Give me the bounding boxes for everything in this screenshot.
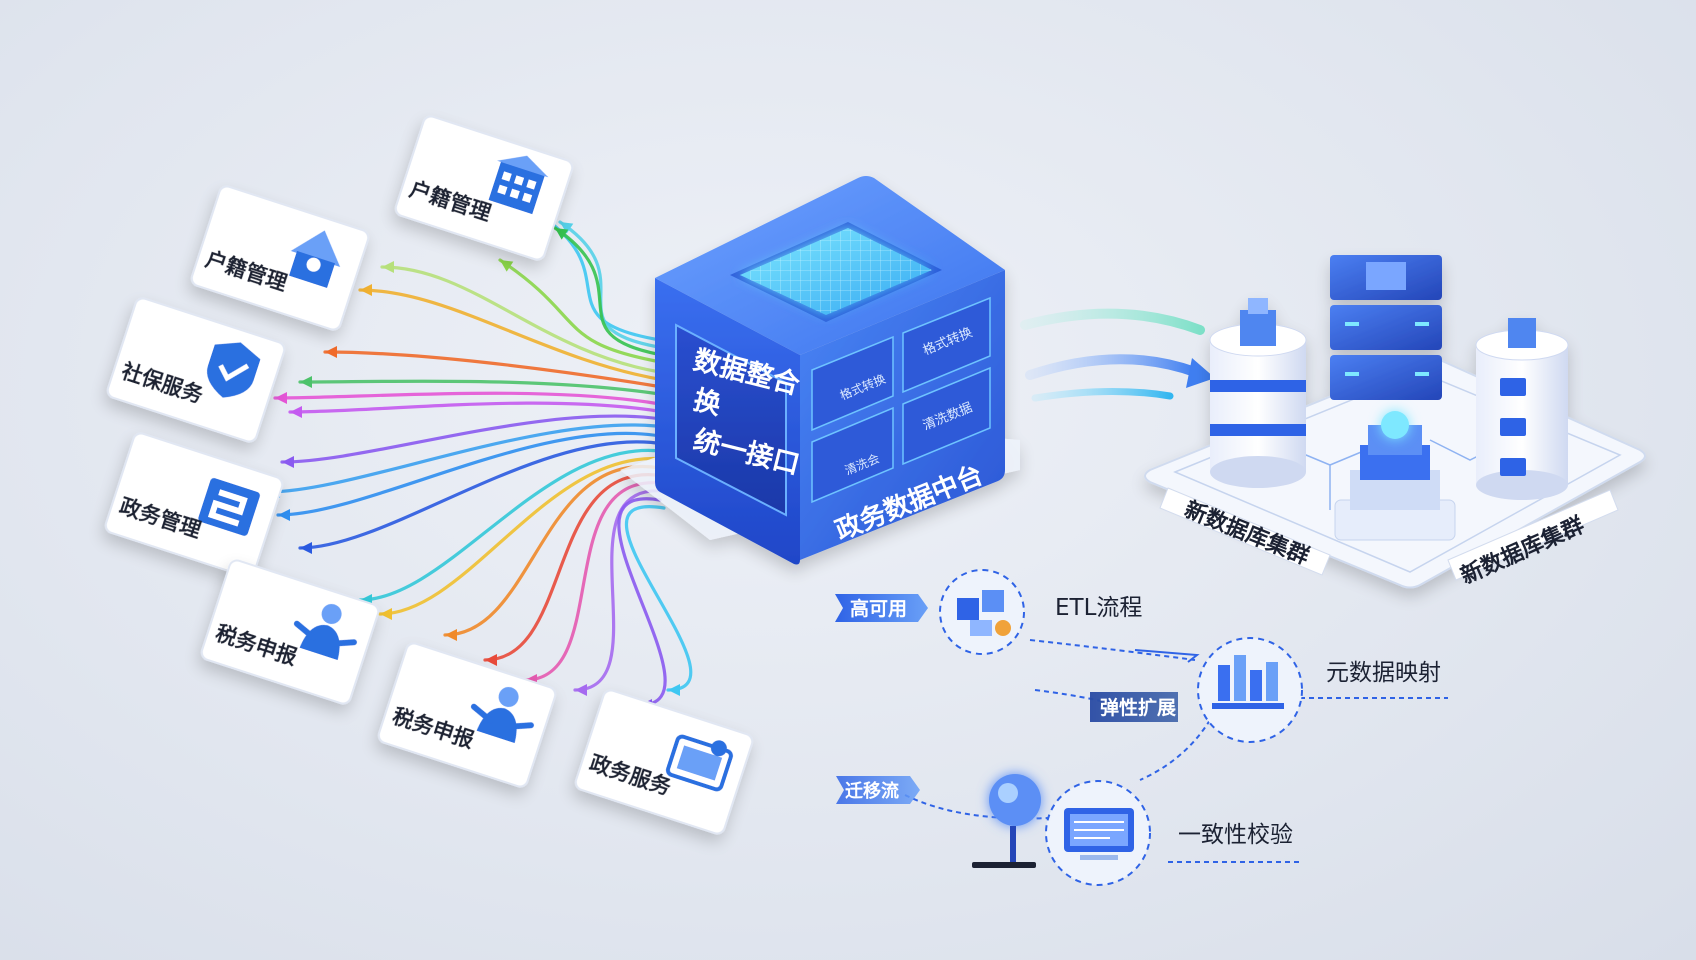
svg-text:迁移流: 迁移流 (845, 780, 899, 802)
flow-arrowhead (668, 684, 680, 696)
flow-arrowhead (485, 654, 497, 666)
house-icon (288, 230, 341, 289)
flow-arrowhead (360, 284, 372, 296)
cubes-icon (957, 590, 1011, 636)
flow-line (280, 414, 670, 464)
module-card-plate (394, 115, 574, 261)
flow-line (378, 456, 674, 616)
flow-line (288, 401, 666, 414)
flow-line (298, 440, 666, 550)
globe-figure-icon (972, 774, 1041, 868)
svg-text:高可用: 高可用 (850, 597, 907, 620)
flow-line (443, 464, 662, 637)
server-stack-middle (1330, 255, 1442, 400)
process-flow: ETL流程 元数据映射 一致性校验 高可用 弹性扩展 迁移流 (835, 569, 1448, 886)
tag-high-availability: 高可用 (835, 594, 928, 622)
flow-arrowhead (555, 228, 569, 240)
flow-arrowhead (575, 684, 587, 696)
flow-arrowhead (282, 456, 294, 468)
core-cube (620, 176, 1020, 565)
flow-line (523, 481, 670, 682)
flow-lines (266, 213, 693, 711)
flow-line (553, 226, 670, 358)
flow-line (276, 431, 662, 517)
person-icon (293, 603, 357, 661)
module-card-plate (574, 689, 754, 835)
module-card-5[interactable]: 税务申报 (200, 558, 381, 705)
flow-line (273, 391, 662, 406)
flow-arrowhead (275, 392, 287, 404)
module-card-3[interactable]: 社保服务 (106, 296, 287, 443)
flow-line (380, 265, 662, 374)
top-grid-panel (730, 222, 942, 322)
db-cylinder-left (1209, 298, 1307, 488)
monitor-icon (1064, 808, 1134, 860)
person-icon (470, 686, 534, 744)
flow-line (358, 448, 670, 602)
flow-node-label-consistency: 一致性校验 (1178, 822, 1293, 848)
flow-arrowhead (560, 222, 574, 234)
bars-icon (1212, 655, 1284, 709)
shield-icon (207, 342, 261, 398)
flow-arrowhead (300, 376, 312, 388)
module-card-1[interactable]: 户籍管理 (394, 114, 575, 261)
flow-line (498, 258, 674, 366)
pedestal-center (1334, 411, 1456, 541)
flow-arrowhead (278, 509, 290, 521)
module-card-6[interactable]: 税务申报 (377, 641, 558, 788)
module-card-7[interactable]: 政务服务 (574, 688, 755, 835)
flow-line (358, 288, 666, 382)
flow-arrowhead (380, 608, 392, 620)
module-card-2[interactable]: 户籍管理 (190, 184, 371, 331)
flow-line (573, 489, 674, 692)
svg-text:弹性扩展: 弹性扩展 (1100, 696, 1176, 719)
flow-arrowhead (290, 406, 302, 418)
migration-arrows (1020, 308, 1215, 402)
module-card-plate (377, 642, 557, 788)
flow-arrowhead (500, 260, 514, 272)
module-card-4[interactable]: 政务管理 (104, 431, 285, 578)
flow-line (617, 497, 667, 707)
flow-line (266, 423, 674, 494)
flow-node-label-metadata: 元数据映射 (1326, 660, 1441, 686)
module-card-plate (200, 559, 380, 705)
module-card-plate (190, 185, 370, 331)
flow-line (624, 505, 693, 692)
module-card-plate (106, 297, 286, 443)
grid-icon (198, 478, 260, 536)
building-icon (488, 155, 549, 215)
side-tiles (811, 296, 991, 504)
module-card-plate (104, 432, 284, 578)
flow-line (323, 350, 670, 390)
front-panel (675, 323, 787, 517)
flow-node-label-etl: ETL流程 (1055, 595, 1142, 621)
flow-line (298, 379, 674, 398)
flow-arrowhead (300, 542, 312, 554)
flow-arrowhead (445, 629, 457, 641)
tag-migration: 迁移流 (836, 776, 920, 804)
flow-arrowhead (325, 346, 337, 358)
db-cylinder-right (1475, 318, 1569, 500)
tablet-icon (665, 734, 733, 792)
tag-elastic-scaling: 弹性扩展 (1090, 692, 1178, 722)
flow-arrowhead (382, 261, 394, 273)
flow-line (483, 473, 666, 662)
